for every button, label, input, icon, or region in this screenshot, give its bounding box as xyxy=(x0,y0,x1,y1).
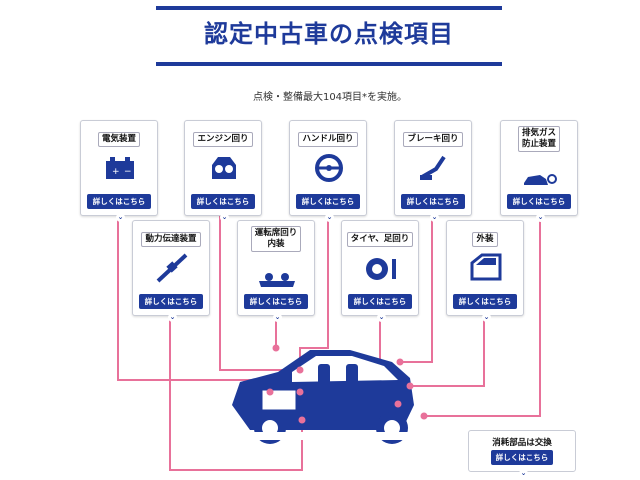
consumables-details-button[interactable]: 詳しくはこちら⌄ xyxy=(491,450,553,478)
card-tires[interactable]: タイヤ、足回り 詳しくはこちら⌄ xyxy=(341,220,419,322)
details-button[interactable]: 詳しくはこちら⌄ xyxy=(401,194,465,222)
consumables-label: 消耗部品は交換 xyxy=(492,438,552,448)
card-label: 動力伝達装置 xyxy=(141,232,201,247)
details-button[interactable]: 詳しくはこちら⌄ xyxy=(507,194,571,222)
card-steering[interactable]: ハンドル回り 詳しくはこちら⌄ xyxy=(289,120,367,222)
car-illustration xyxy=(232,350,414,444)
details-button[interactable]: 詳しくはこちら⌄ xyxy=(191,194,255,222)
tire-suspension-icon xyxy=(366,258,396,280)
card-label: 電気装置 xyxy=(97,132,140,147)
steering-wheel-icon xyxy=(315,154,343,182)
chevron-down-icon: ⌄ xyxy=(377,312,386,322)
card-exterior[interactable]: 外装 詳しくはこちら⌄ xyxy=(446,220,524,322)
consumables-card[interactable]: 消耗部品は交換 詳しくはこちら⌄ xyxy=(468,430,576,478)
chevron-down-icon: ⌄ xyxy=(482,312,491,322)
details-button[interactable]: 詳しくはこちら⌄ xyxy=(87,194,151,222)
card-exhaust[interactable]: 排気ガス防止装置 詳しくはこちら⌄ xyxy=(500,120,578,222)
chevron-down-icon: ⌄ xyxy=(168,312,177,322)
title-top-rule xyxy=(156,6,502,10)
chevron-down-icon: ⌄ xyxy=(430,212,439,222)
details-button[interactable]: 詳しくはこちら⌄ xyxy=(348,294,412,322)
card-label: 排気ガス防止装置 xyxy=(517,126,560,152)
card-label: 外装 xyxy=(472,232,498,247)
page-title: 認定中古車の点検項目 xyxy=(204,20,454,48)
drive-shaft-icon xyxy=(156,253,188,283)
details-button[interactable]: 詳しくはこちら⌄ xyxy=(244,294,308,322)
details-button[interactable]: 詳しくはこちら⌄ xyxy=(296,194,360,222)
brake-pedal-icon xyxy=(420,155,446,180)
battery-icon: +− xyxy=(106,157,134,179)
card-brake[interactable]: ブレーキ回り 詳しくはこちら⌄ xyxy=(394,120,472,222)
details-button[interactable]: 詳しくはこちら⌄ xyxy=(139,294,203,322)
card-engine[interactable]: エンジン回り 詳しくはこちら⌄ xyxy=(184,120,262,222)
card-interior[interactable]: 運転席回り内装 詳しくはこちら⌄ xyxy=(237,220,315,322)
dashboard-icon xyxy=(259,273,295,287)
engine-icon xyxy=(212,157,236,179)
card-label: エンジン回り xyxy=(193,132,253,147)
chevron-down-icon: ⌄ xyxy=(116,212,125,222)
chevron-down-icon: ⌄ xyxy=(325,212,334,222)
card-label: ブレーキ回り xyxy=(403,132,463,147)
card-label: タイヤ、足回り xyxy=(346,232,414,247)
title-bottom-rule xyxy=(156,62,502,66)
svg-text:−: − xyxy=(124,167,132,177)
car-door-icon xyxy=(470,253,502,281)
chevron-down-icon: ⌄ xyxy=(519,468,528,478)
page-subtitle: 点検・整備最大104項目*を実施。 xyxy=(252,92,408,103)
chevron-down-icon: ⌄ xyxy=(536,212,545,222)
exhaust-car-icon xyxy=(524,174,557,185)
card-drivetrain[interactable]: 動力伝達装置 詳しくはこちら⌄ xyxy=(132,220,210,322)
details-button[interactable]: 詳しくはこちら⌄ xyxy=(453,294,517,322)
card-label: 運転席回り内装 xyxy=(250,226,302,252)
card-electrical[interactable]: 電気装置 +− 詳しくはこちら⌄ xyxy=(80,120,158,222)
card-label: ハンドル回り xyxy=(298,132,358,147)
svg-text:+: + xyxy=(112,167,120,177)
chevron-down-icon: ⌄ xyxy=(220,212,229,222)
chevron-down-icon: ⌄ xyxy=(273,312,282,322)
